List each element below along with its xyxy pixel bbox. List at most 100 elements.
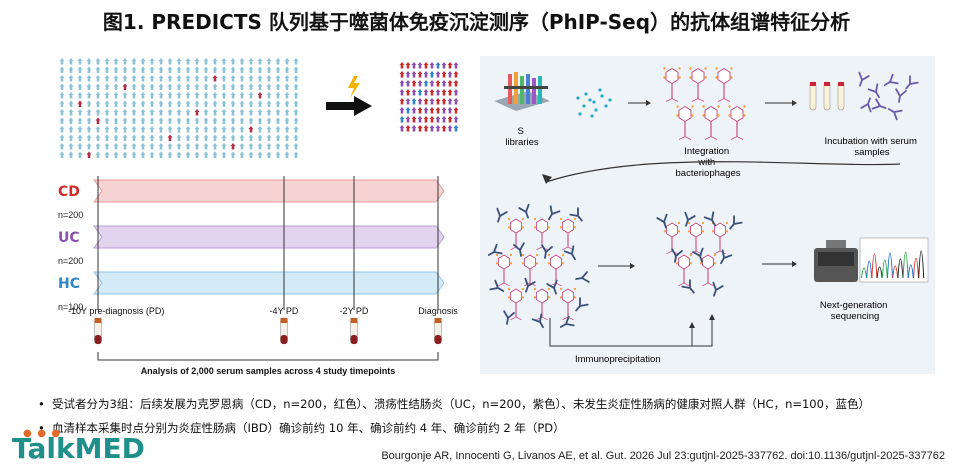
talkmed-logo: ● ● ● TalkMED — [12, 428, 145, 465]
antibody-icon — [503, 310, 515, 325]
page-title: 图1. PREDICTS 队列基于噬菌体免疫沉淀测序（PhIP-Seq）的抗体组… — [102, 10, 851, 34]
step4-label: Immunoprecipitation — [575, 354, 661, 365]
bacteriophage-icon — [702, 105, 720, 140]
logo-dots-icon: ● ● ● — [23, 428, 62, 439]
tube-cap-icon — [350, 318, 358, 323]
tube-cap-icon — [434, 318, 442, 323]
bacteriophage-icon — [711, 221, 729, 255]
population-crowd — [59, 58, 299, 158]
antibody-icon — [671, 248, 683, 263]
bullet-item-2: •血清样本采集时点分别为炎症性肠病（IBD）确诊前约 10 年、确诊前约 4 年… — [38, 421, 565, 435]
chromatogram-peak — [897, 258, 904, 279]
chromatogram-peak — [892, 265, 899, 279]
chromatogram-peak — [881, 259, 888, 279]
arrow-right-icon — [765, 100, 797, 106]
antibody-icon — [541, 244, 553, 259]
antibody-icon — [860, 97, 872, 113]
tube-blood-icon — [434, 335, 442, 344]
curved-arrow — [545, 161, 901, 183]
bullet-item-1: •受试者分为3组：后续发展为克罗恩病（CD，n=200，红色）、溃疡性结肠炎（U… — [38, 397, 870, 411]
bacteriophage-icon — [547, 253, 565, 287]
chromatogram-icon — [859, 237, 929, 283]
antibody-icon — [559, 315, 575, 328]
antibody-icon — [656, 213, 668, 229]
chromatogram-peak — [902, 251, 909, 279]
bacteriophage-icon — [689, 67, 707, 102]
group-code-cd: CD — [58, 184, 80, 200]
antibody-icon — [546, 279, 558, 295]
antibody-icon — [905, 75, 919, 90]
antibody-icon — [712, 281, 724, 297]
tube-cap-icon — [280, 318, 288, 323]
chromatogram-peak — [887, 252, 893, 279]
bacteriophage-icon — [507, 287, 525, 321]
arrow-right-icon — [326, 96, 372, 116]
chromatogram-peak — [876, 266, 883, 279]
arrow-right-icon — [598, 263, 635, 269]
arrow-right-icon — [762, 261, 797, 267]
antibody-icon — [887, 108, 903, 121]
antibody-icon — [681, 279, 695, 294]
tube-blood-icon — [350, 335, 358, 344]
antibody-icons — [858, 71, 919, 121]
step5-label: Next-generation sequencing — [820, 300, 890, 322]
chromatogram-peak — [907, 264, 914, 279]
antibody-icon — [531, 313, 544, 329]
antibody-icon — [692, 247, 704, 263]
bacteriophage-icon — [663, 67, 681, 102]
antibody-icon — [496, 207, 508, 223]
antibody-icon — [563, 245, 576, 261]
bacteriophage-icon — [495, 253, 513, 287]
group-n-hc: n=100 — [58, 302, 83, 312]
antibody-icon — [518, 203, 530, 219]
arrow-head-icon — [542, 174, 552, 184]
serum-tubes-icon — [809, 81, 845, 111]
antibody-icon — [867, 83, 880, 99]
bacteriophage-icon — [521, 253, 539, 287]
antibody-icon — [548, 205, 561, 221]
chromatogram-peak — [913, 257, 919, 279]
antigen-particles — [576, 88, 612, 118]
chromatogram-peak — [861, 267, 867, 279]
phage-antibody-complex — [487, 203, 590, 329]
timepoint-label-4: Diagnosis — [418, 306, 458, 316]
antibody-icon — [895, 88, 907, 103]
antibody-icon — [575, 271, 590, 283]
phip-seq-workflow-panel: S libraries Integration with bacteriopha… — [480, 56, 935, 374]
timepoint-label-3: -2Y PD — [340, 306, 369, 316]
bacteriophage-icon — [676, 105, 694, 140]
antibody-icon — [858, 71, 870, 87]
logo-text: TalkMED — [12, 432, 145, 465]
phip-seq-workflow-diagram: S libraries Integration with bacteriopha… — [487, 67, 929, 365]
tube-cap-icon — [94, 318, 102, 323]
antibody-icon — [569, 207, 583, 222]
band-cd — [93, 179, 445, 203]
tube-blood-icon — [94, 335, 102, 344]
antibody-icon — [684, 211, 696, 227]
antibody-icon — [524, 277, 536, 293]
bacteriophage-icon — [687, 221, 705, 255]
bacteriophage-icon — [507, 217, 525, 251]
chromatogram-peak — [866, 260, 873, 279]
analysis-bracket — [97, 352, 439, 361]
antibody-icon — [729, 215, 743, 230]
tube-blood-icon — [280, 335, 288, 344]
selected-population — [399, 62, 459, 132]
bullet-notes: •受试者分为3组：后续发展为克罗恩病（CD，n=200，红色）、溃疡性结肠炎（U… — [38, 396, 870, 444]
antibody-icon — [513, 242, 525, 257]
band-uc — [93, 225, 445, 249]
group-code-hc: HC — [58, 276, 80, 292]
antibody-icon — [703, 211, 716, 227]
bullet-text-1: 受试者分为3组：后续发展为克罗恩病（CD，n=200，红色）、溃疡性结肠炎（UC… — [52, 397, 870, 411]
antigen-library-icon — [494, 72, 550, 111]
group-code-uc: UC — [58, 230, 80, 246]
antibody-icon — [871, 98, 887, 110]
group-n-cd: n=200 — [58, 210, 83, 220]
bacteriophage-icon — [728, 105, 746, 140]
antibody-icon — [487, 243, 503, 256]
timepoint-label-1: -10Y pre-diagnosis (PD) — [68, 306, 164, 316]
timepoint-label-2: -4Y PD — [270, 306, 299, 316]
antibody-icon — [883, 73, 899, 86]
bacteriophage-icon — [559, 217, 577, 251]
